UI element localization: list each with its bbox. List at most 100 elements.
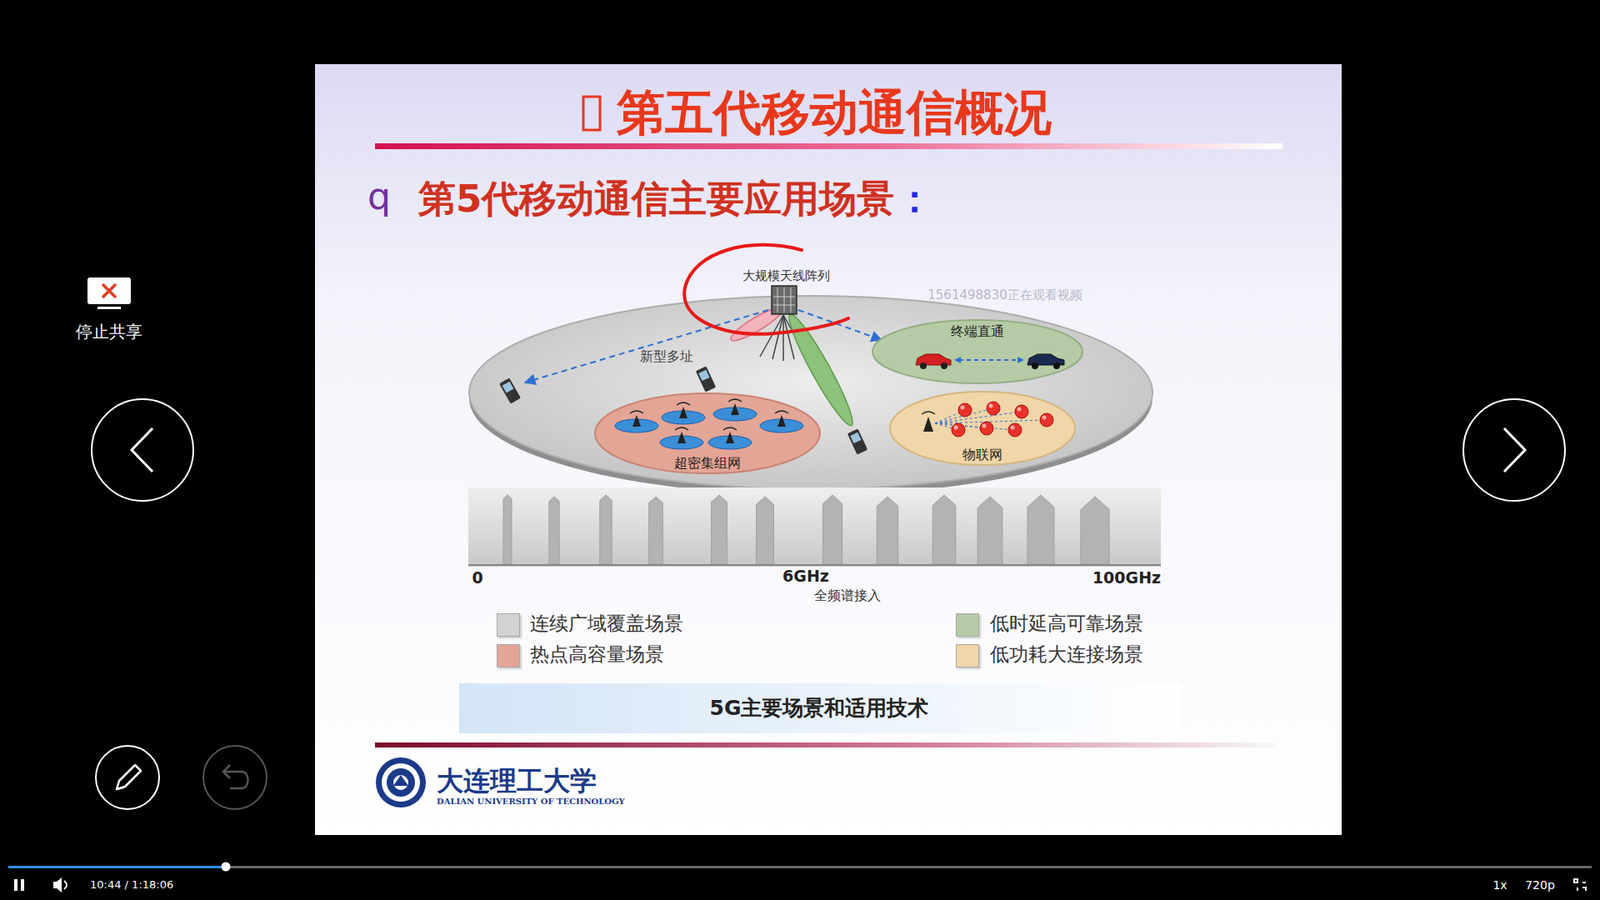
- university-logo: [375, 757, 426, 808]
- area-ellipse: [890, 391, 1075, 465]
- illustration-part: [14, 879, 18, 891]
- illustration-part: [91, 399, 194, 501]
- exit-fullscreen-icon: [1574, 879, 1586, 891]
- area-label: 超密集组网: [674, 455, 741, 471]
- illustration-part: [381, 763, 420, 802]
- title-underline: [375, 143, 1283, 150]
- area-label: 终端直通: [950, 323, 1005, 340]
- iot-tower: [923, 416, 934, 432]
- link-arrow: [798, 310, 882, 340]
- illustration-part: [87, 277, 131, 305]
- iot-tower: [921, 411, 935, 415]
- illustration-part: [386, 768, 415, 797]
- spectrum-spike: [503, 495, 512, 565]
- next-button: [1463, 399, 1565, 501]
- iot-device-shine: [989, 404, 994, 409]
- iot-link: [935, 423, 1015, 430]
- illustration-part: [773, 296, 795, 298]
- small-cell-icon: [675, 427, 689, 430]
- legend-text: 低功耗大连接场景: [990, 643, 1144, 667]
- slide-title: 第五代移动通信概况: [616, 84, 1052, 143]
- axis-tick: 6GHz: [782, 566, 830, 586]
- iot-device-shine: [960, 405, 965, 410]
- university-name-en: DALIAN UNIVERSITY OF TECHNOLOGY: [436, 796, 625, 807]
- area-label: 物联网: [962, 446, 1003, 463]
- button-label: 停止共享: [75, 321, 143, 342]
- car-icon: [1027, 354, 1065, 370]
- progress-played: [8, 865, 226, 869]
- small-cell-icon: [775, 410, 789, 414]
- small-cell-icon: [723, 427, 737, 430]
- small-cell-icon: [777, 415, 786, 427]
- subtitle-colon: ：: [895, 176, 934, 222]
- antenna-array: [771, 285, 797, 315]
- iot-device-shine: [1010, 425, 1015, 430]
- slide-subtitle: 第5代移动通信主要应用场景: [418, 176, 895, 222]
- legend-text: 低时延高可靠场景: [990, 612, 1144, 636]
- illustration-part: [131, 428, 153, 472]
- slide-background: [315, 64, 1342, 835]
- illustration-part: [223, 765, 249, 789]
- legend-text: 连续广域覆盖场景: [530, 612, 684, 636]
- illustration-part: [1504, 428, 1525, 472]
- illustration-part: [20, 879, 25, 891]
- undo-button: [203, 745, 267, 810]
- university-name: 大连理工大学: [436, 765, 597, 797]
- stop-share-icon: [87, 277, 131, 310]
- illustration-part: [64, 880, 67, 890]
- annotation-circle: [684, 245, 849, 335]
- phone-icon: [499, 377, 521, 404]
- illustration-part: [53, 877, 62, 893]
- illustration-part: [116, 765, 141, 790]
- iot-device: [1008, 423, 1022, 437]
- quality-control: 720p: [1525, 878, 1555, 893]
- illustration-part: [695, 365, 717, 392]
- spectrum-axis: [468, 564, 1161, 566]
- illustration-part: [499, 377, 521, 404]
- illustration-part: [790, 287, 792, 313]
- car-icon: [915, 354, 951, 370]
- axis-tick: 0: [471, 568, 483, 588]
- illustration-part: [698, 370, 710, 381]
- small-cell-icon: [730, 403, 740, 415]
- iot-device: [980, 421, 994, 435]
- illustration-part: [203, 745, 267, 810]
- volume-icon: [53, 877, 67, 893]
- iot-device-shine: [954, 425, 959, 430]
- access-label: 新型多址: [640, 348, 694, 365]
- iot-device-shine: [1042, 415, 1047, 420]
- illustration-part: [393, 775, 409, 786]
- spectrum-spikes: [503, 495, 1110, 565]
- spectrum-spike: [649, 496, 664, 565]
- iot-link: [935, 411, 1022, 424]
- small-cell-icon: [632, 415, 641, 427]
- prev-button: [91, 399, 194, 501]
- speed-control: 1x: [1492, 878, 1507, 893]
- progress-track: [8, 865, 1592, 869]
- illustration-part: [95, 745, 160, 810]
- bullet-mark: q: [367, 175, 391, 220]
- progress-knob: [221, 862, 231, 872]
- spectrum-spike: [600, 495, 612, 565]
- axis-title: 全频谱接入: [814, 587, 881, 604]
- spectrum-spike: [549, 496, 560, 565]
- legend-swatch: [955, 613, 980, 637]
- illustration-part: [782, 315, 785, 361]
- phone-icon: [695, 365, 717, 392]
- spectrum-spike: [977, 496, 1003, 565]
- footer-line: [375, 742, 1277, 748]
- iot-device: [1040, 413, 1054, 427]
- iot-device: [1015, 405, 1029, 419]
- illustration-part: [393, 775, 409, 790]
- missing-glyph-box: [583, 96, 600, 130]
- spectrum-band: [468, 487, 1161, 567]
- illustration-part: [1574, 879, 1586, 891]
- phone-icon: [847, 428, 869, 455]
- illustration-part: [773, 305, 795, 306]
- small-cell-icon: [630, 410, 644, 414]
- legend-swatch: [955, 644, 980, 668]
- small-cell-icon: [728, 399, 742, 402]
- illustration-part: [847, 428, 869, 455]
- spectrum-spike: [711, 495, 728, 565]
- area-ellipse: [872, 320, 1083, 384]
